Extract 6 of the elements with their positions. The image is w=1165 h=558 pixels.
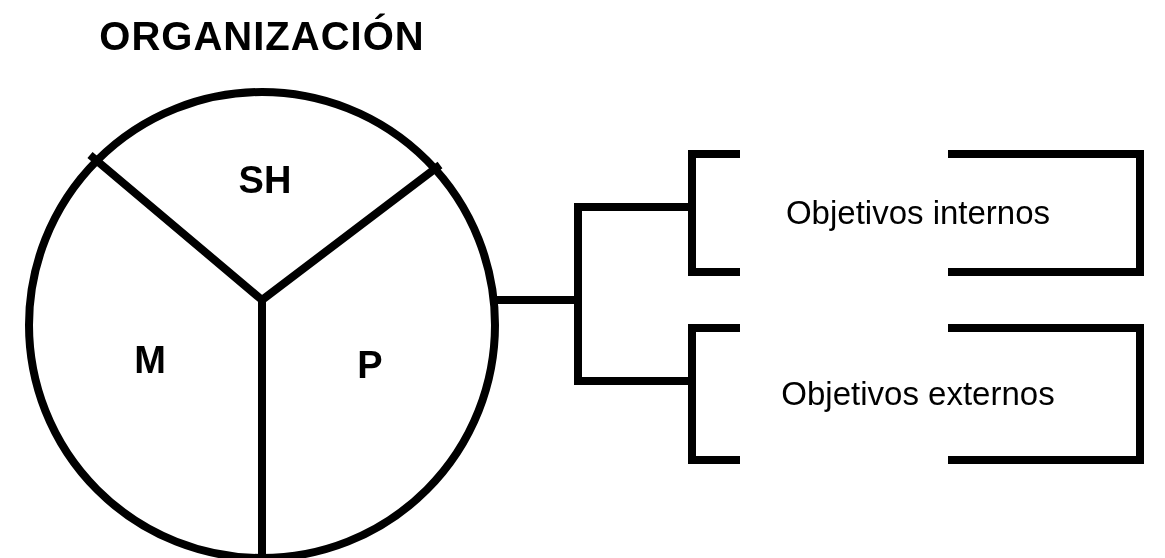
objective-label: Objetivos externos bbox=[780, 374, 1056, 414]
objective-label: Objetivos internos bbox=[784, 193, 1052, 233]
sector-label: M bbox=[133, 337, 167, 383]
sector-label: P bbox=[356, 342, 384, 388]
sector-label: SH bbox=[237, 157, 293, 203]
title: ORGANIZACIÓN bbox=[98, 12, 426, 60]
